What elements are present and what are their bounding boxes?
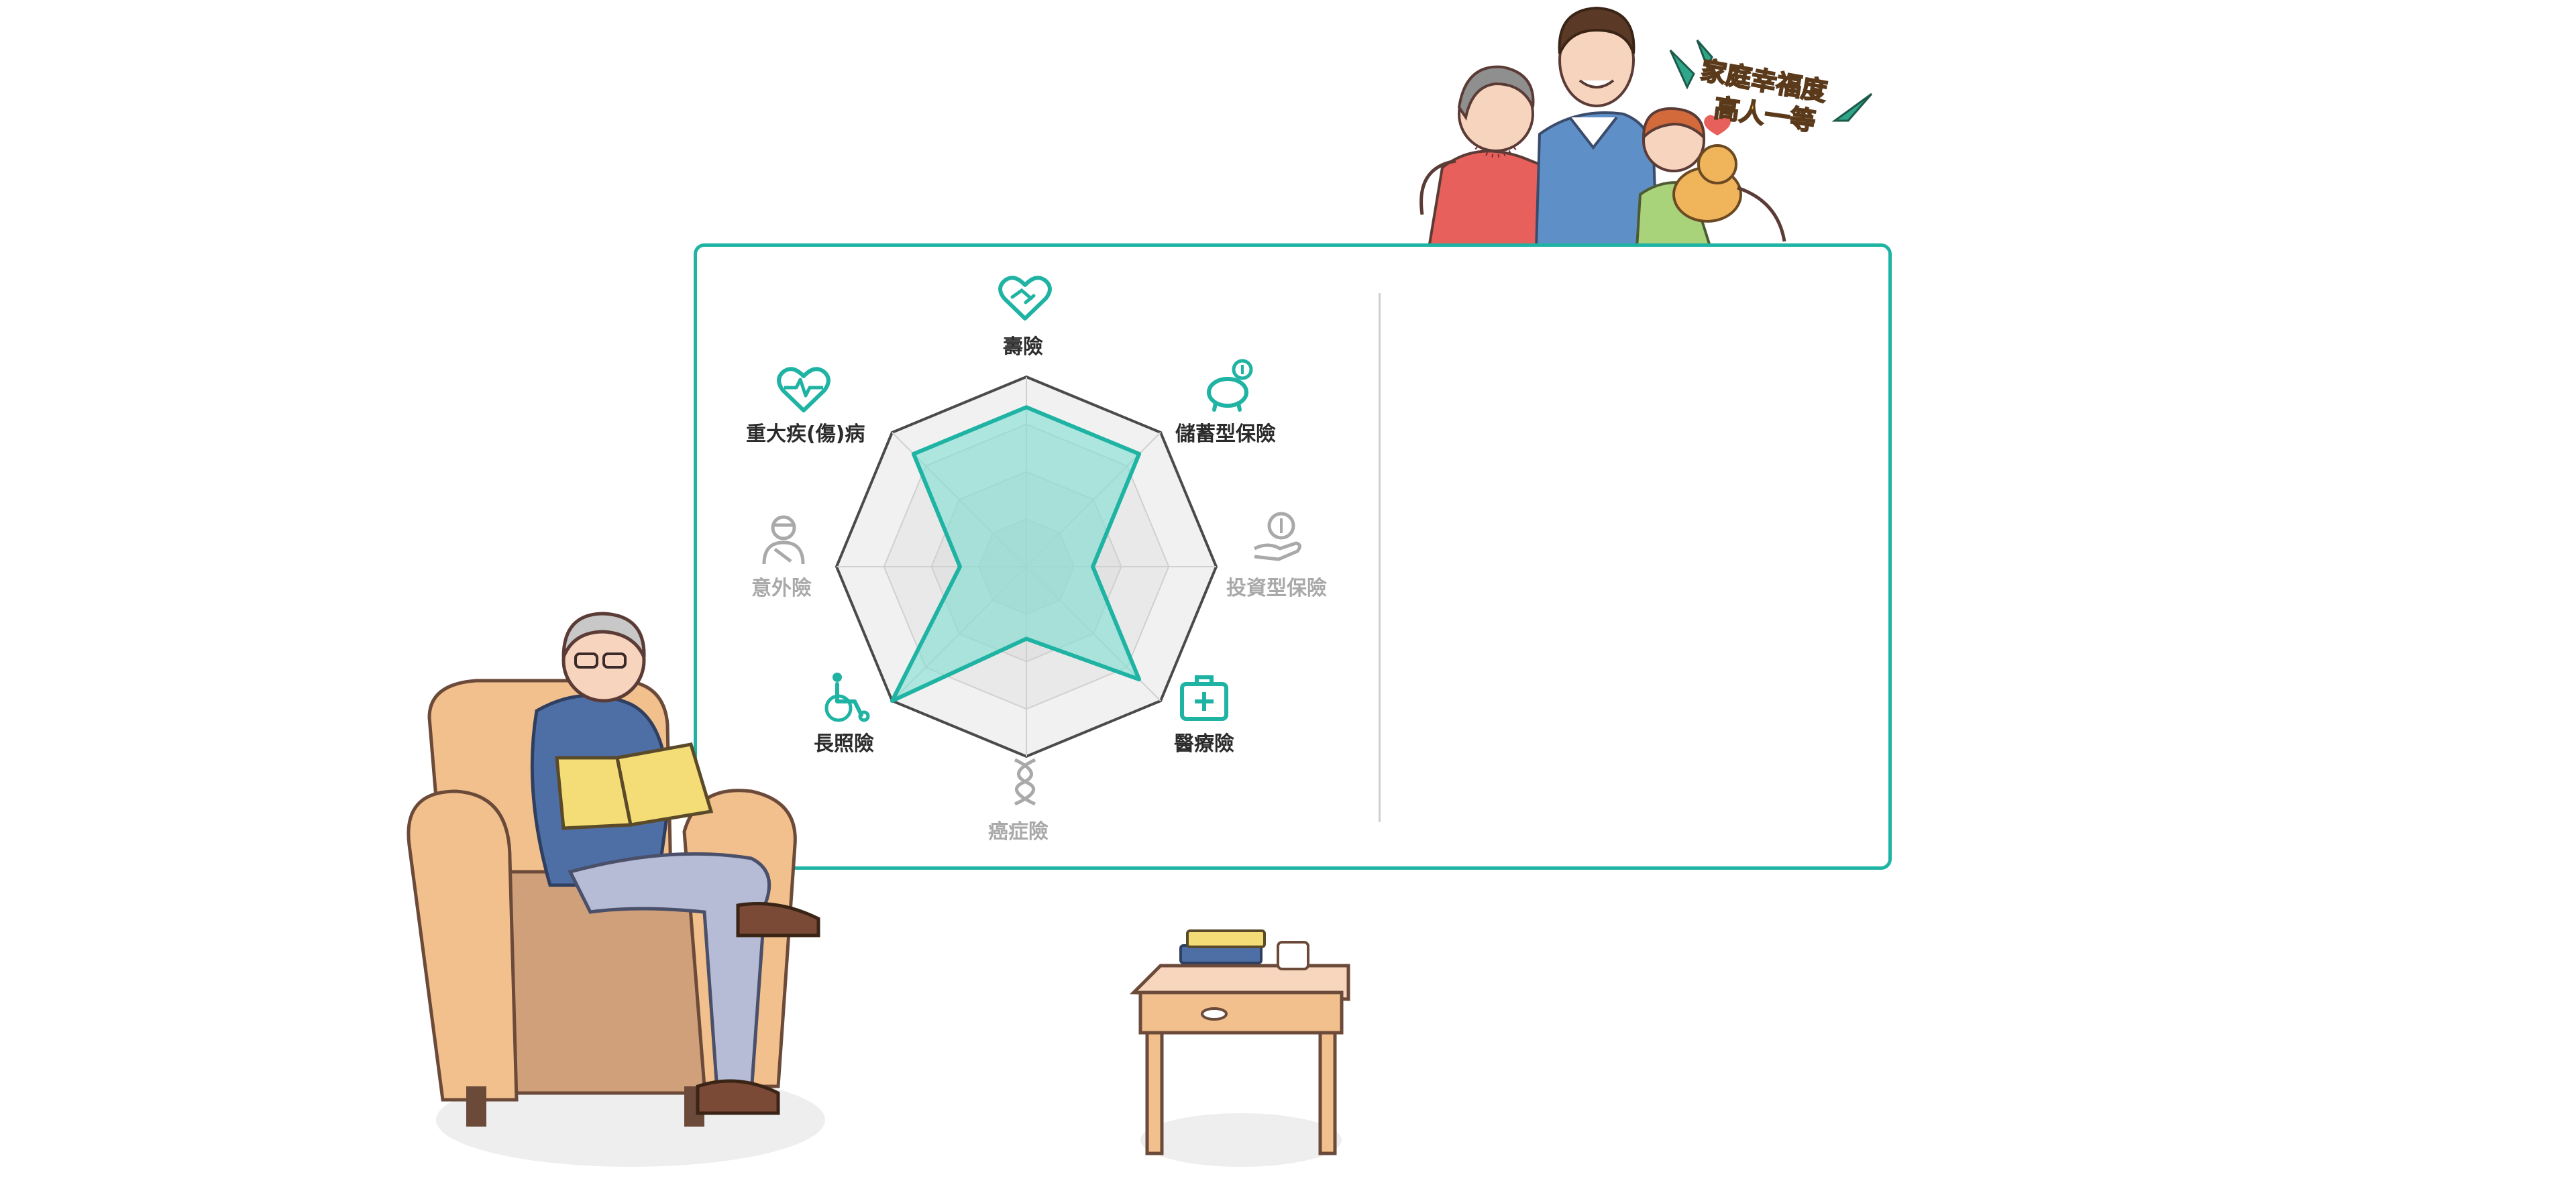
heart-pulse-icon[interactable] bbox=[775, 362, 833, 416]
radar-chart bbox=[835, 375, 1218, 758]
radar-label-investment[interactable]: 投資型保險 bbox=[1226, 577, 1327, 600]
family-illustration bbox=[1419, 6, 1873, 248]
card-divider bbox=[1379, 293, 1381, 822]
radar-label-longterm-care[interactable]: 長照險 bbox=[814, 732, 874, 756]
radar-label-accident[interactable]: 意外險 bbox=[751, 577, 812, 600]
piggy-bank-icon[interactable] bbox=[1201, 359, 1258, 412]
side-table-illustration bbox=[1130, 929, 1350, 1167]
injured-person-icon[interactable] bbox=[755, 513, 812, 567]
money-hand-icon[interactable] bbox=[1249, 510, 1307, 563]
medical-kit-icon[interactable] bbox=[1175, 671, 1233, 724]
radar-label-critical-illness[interactable]: 重大疾(傷)病 bbox=[746, 422, 865, 446]
grandpa-armchair-illustration bbox=[407, 612, 825, 1167]
handshake-heart-icon[interactable] bbox=[996, 272, 1054, 325]
radar-label-savings[interactable]: 儲蓄型保險 bbox=[1175, 422, 1276, 446]
wheelchair-icon[interactable] bbox=[817, 671, 875, 724]
radar-label-cancer[interactable]: 癌症險 bbox=[988, 820, 1049, 844]
radar-label-medical[interactable]: 醫療險 bbox=[1174, 732, 1234, 756]
radar-data-shape bbox=[890, 405, 1142, 703]
radar-label-life[interactable]: 壽險 bbox=[1003, 335, 1043, 359]
dna-icon[interactable] bbox=[996, 754, 1054, 808]
